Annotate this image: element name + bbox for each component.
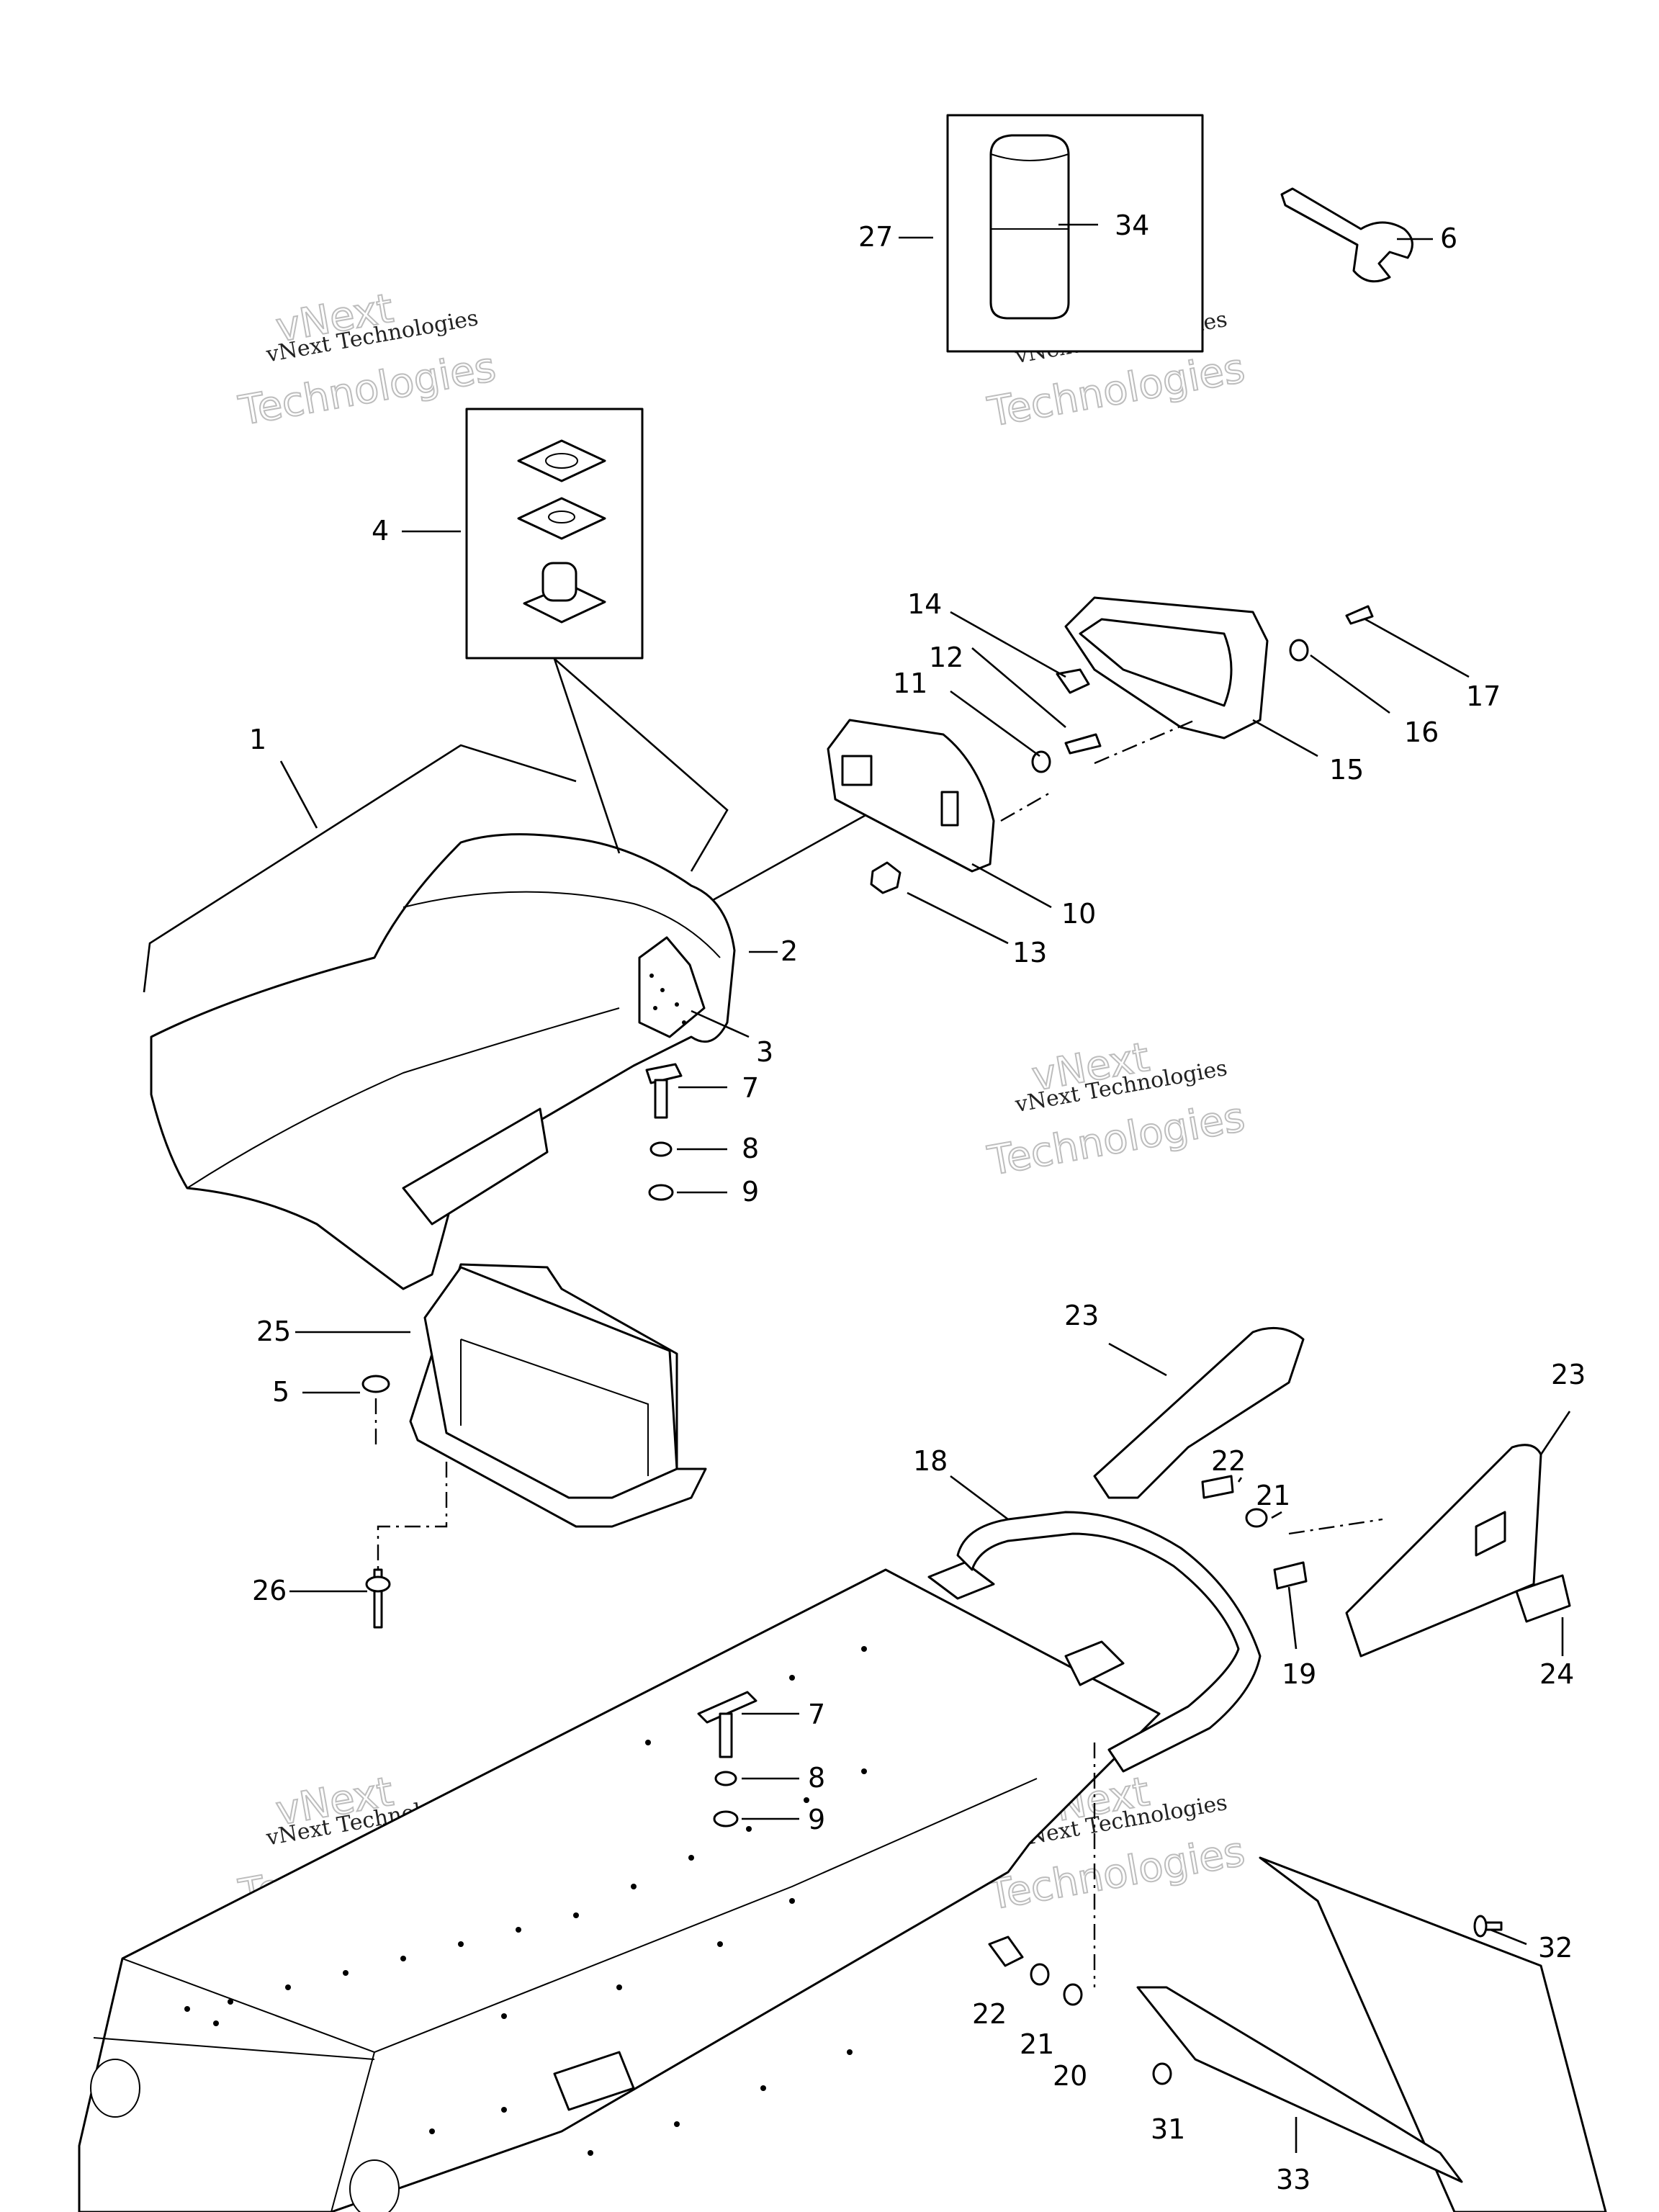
callout-leaders	[289, 223, 1571, 2153]
callout-6: 6	[1440, 222, 1457, 254]
washer-20	[1063, 1983, 1083, 2006]
callout-14: 14	[907, 588, 942, 620]
callout-21: 21	[1020, 2028, 1054, 2060]
bulb-14	[1056, 668, 1090, 694]
callout-31: 32	[1538, 1932, 1573, 1964]
callout-30: 31	[1151, 2113, 1185, 2145]
reflector-24	[1515, 1574, 1571, 1623]
callout-7b: 7	[808, 1699, 825, 1730]
washer-8-upper	[649, 1141, 673, 1157]
callout-19: 19	[1282, 1658, 1316, 1690]
callout-22: 22	[972, 1998, 1007, 2030]
callout-9a: 9	[742, 1176, 759, 1208]
washer-16	[1289, 639, 1309, 662]
grab-handle-18	[956, 1511, 1262, 1773]
screw-22	[988, 1936, 1024, 1967]
callout-23b: 23	[1551, 1359, 1586, 1390]
spanner-wrench-6	[1280, 187, 1413, 283]
screw-19	[1273, 1561, 1308, 1590]
callout-25: 21	[1256, 1480, 1290, 1511]
screw-12	[1064, 733, 1102, 755]
side-trim-23-upper	[1093, 1326, 1305, 1499]
flap-bracket-32	[1136, 1986, 1463, 2183]
callout-15: 15	[1329, 754, 1364, 786]
callout-26: 22	[1211, 1445, 1246, 1477]
assembly-line-23	[1288, 1518, 1383, 1535]
washer-11	[1031, 750, 1051, 773]
callout-labels: 27 34 6 4 1 14 12 11 15 16 17 10 13 2 3 …	[249, 210, 1586, 2195]
callout-18: 18	[913, 1445, 948, 1477]
taillight-base-10	[827, 719, 995, 873]
taillight-housing-15	[1064, 596, 1269, 739]
callout-13: 13	[1012, 937, 1047, 968]
callout-9b: 9	[808, 1804, 825, 1835]
callout-16: 16	[1404, 716, 1439, 748]
callout-5: 5	[272, 1376, 289, 1408]
tunnel-frame	[78, 1561, 1161, 2212]
watermark-mid-right: vNext vNext Technologies Technologies	[984, 1033, 1249, 1186]
nut-9-upper	[648, 1184, 674, 1201]
callout-20: 20	[1053, 2060, 1087, 2092]
callout-1: 1	[249, 724, 266, 755]
parts-box-4	[465, 408, 644, 660]
washer-25	[1245, 1508, 1268, 1528]
screw-17	[1345, 605, 1374, 625]
tunnel-holes	[184, 1646, 867, 2156]
callout-7a: 7	[742, 1072, 759, 1104]
bolt-7-lower	[697, 1691, 757, 1758]
assembly-line-27	[374, 1398, 448, 1570]
leader-1b	[279, 760, 318, 829]
bolt-7-upper	[645, 1063, 683, 1119]
nut-9-lower	[713, 1810, 739, 1827]
washer-30	[1152, 2062, 1172, 2085]
callout-3: 3	[756, 1036, 773, 1068]
callout-34: 34	[1115, 210, 1149, 241]
washer-21	[1030, 1963, 1050, 1986]
seat-assembly-1	[150, 833, 736, 1290]
callout-33: 27	[858, 221, 893, 253]
callout-8b: 8	[808, 1762, 825, 1794]
storage-box-27	[409, 1263, 707, 1528]
callout-28: 26	[252, 1575, 287, 1606]
screw-26	[1201, 1475, 1234, 1499]
nut-13	[870, 861, 902, 894]
leader-1	[143, 744, 577, 993]
callout-17: 17	[1466, 680, 1501, 712]
callout-27: 25	[256, 1316, 291, 1347]
washer-5	[361, 1375, 390, 1393]
callout-12: 12	[929, 642, 963, 673]
assembly-line-taillight	[1000, 719, 1196, 822]
callout-4: 4	[372, 515, 389, 547]
callout-23a: 23	[1064, 1300, 1099, 1331]
side-trim-23-lower	[1345, 1444, 1542, 1658]
callout-24: 24	[1539, 1658, 1574, 1690]
parts-box-33-34	[946, 114, 1204, 353]
callout-10: 10	[1061, 898, 1096, 930]
washer-8-lower	[714, 1771, 737, 1786]
callout-8a: 8	[742, 1133, 759, 1164]
callout-32: 33	[1276, 2164, 1310, 2195]
callout-11: 11	[893, 667, 927, 699]
callout-2: 2	[781, 935, 798, 967]
mud-flap-31	[1259, 1856, 1607, 2212]
rivet-31	[1473, 1915, 1503, 1938]
watermark-top-left: vNext vNext Technologies Technologies	[235, 284, 500, 436]
rivet-28	[365, 1568, 391, 1629]
leader-4-arrows	[553, 658, 729, 872]
